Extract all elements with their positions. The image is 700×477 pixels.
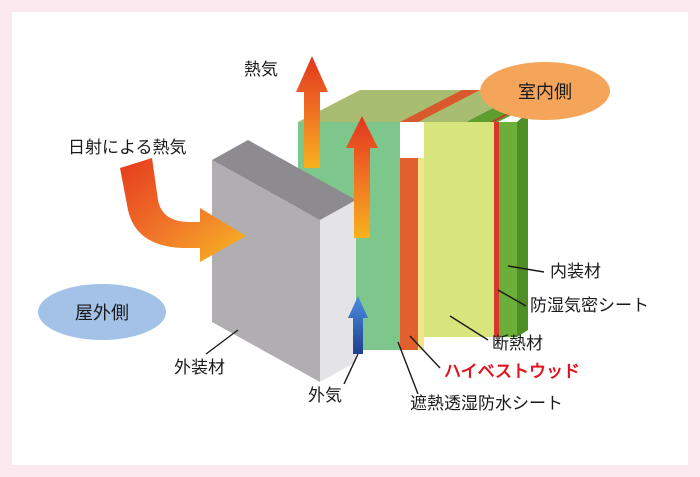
block-top-face bbox=[298, 90, 528, 122]
interior-side-face bbox=[517, 112, 528, 337]
insulation-label: 断熱材 bbox=[492, 334, 543, 354]
leader-vapor bbox=[497, 289, 527, 307]
heat-arrow-small bbox=[346, 116, 378, 238]
hibestwood-label: ハイベストウッド bbox=[444, 362, 580, 382]
exterior-material-label: 外装材 bbox=[174, 358, 225, 378]
hibestwood-top-face bbox=[400, 90, 480, 122]
interior-material-layer bbox=[499, 122, 517, 337]
leader-exterior bbox=[205, 329, 239, 355]
vapor-barrier-layer bbox=[494, 122, 499, 337]
interior-material-label: 内装材 bbox=[550, 262, 601, 282]
leader-insulation bbox=[449, 315, 489, 341]
leader-interior bbox=[507, 265, 545, 273]
outdoor-bubble: 屋外側 bbox=[38, 284, 166, 340]
exterior-panel-top bbox=[212, 140, 356, 220]
leader-outside-air bbox=[343, 353, 359, 385]
vapor-barrier-label: 防湿気密シート bbox=[530, 296, 649, 316]
leader-breathable bbox=[397, 341, 419, 395]
insulation-layer bbox=[424, 122, 494, 337]
outside-air-arrow bbox=[348, 296, 368, 354]
solar-heat-label: 日射による熱気 bbox=[68, 138, 187, 158]
outside-air-label: 外気 bbox=[308, 386, 342, 406]
breathable-sheet-label: 遮熱透湿防水シート bbox=[410, 394, 563, 414]
exterior-panel-side bbox=[320, 200, 356, 382]
solar-heat-arrow bbox=[120, 158, 246, 262]
breathable-sheet-edge bbox=[418, 158, 424, 350]
heat-label: 熱気 bbox=[244, 60, 278, 80]
exterior-panel-front bbox=[212, 160, 320, 382]
heat-arrow-large bbox=[296, 56, 328, 168]
hibestwood-layer bbox=[400, 158, 418, 350]
leader-hibestwood bbox=[409, 335, 441, 369]
indoor-bubble: 室内側 bbox=[480, 62, 610, 120]
